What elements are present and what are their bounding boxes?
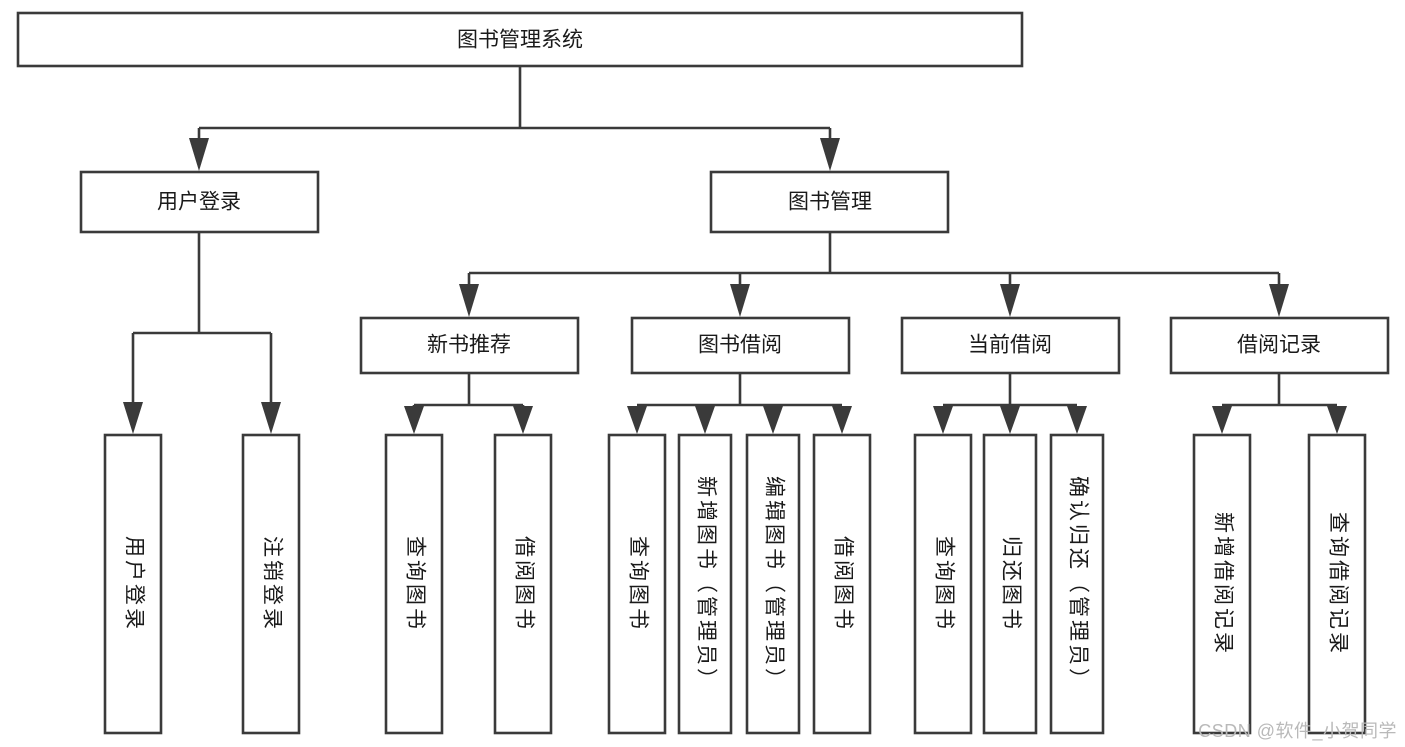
node-user-login-label: 用户登录	[157, 191, 241, 214]
node-leaf-logout-box[interactable]	[241, 433, 301, 735]
node-book-borrow[interactable]: 图书借阅	[630, 316, 851, 375]
node-book-borrow-box[interactable]	[630, 316, 851, 375]
node-leaf-query-book-2-label: 查询图书	[626, 536, 649, 632]
node-leaf-add-book-box[interactable]	[677, 433, 733, 735]
arrow-head-leaf-query-book-2	[627, 406, 647, 434]
node-book-management[interactable]: 图书管理	[709, 170, 950, 234]
node-leaf-add-book-label: 新增图书（管理员）	[694, 476, 717, 692]
node-current-borrow-label: 当前借阅	[968, 334, 1052, 357]
node-leaf-logout-label: 注销登录	[260, 536, 283, 632]
arrow-head-book-borrow	[730, 284, 750, 317]
node-leaf-query-book-2[interactable]: 查询图书	[607, 433, 667, 735]
arrow-head-leaf-query-book-1	[404, 406, 424, 434]
node-leaf-add-record[interactable]: 新增借阅记录	[1192, 433, 1252, 735]
node-book-borrow-label: 图书借阅	[698, 334, 782, 357]
node-leaf-borrow-book-2-box[interactable]	[812, 433, 872, 735]
node-leaf-add-record-label: 新增借阅记录	[1211, 512, 1234, 656]
node-leaf-query-book-3-box[interactable]	[913, 433, 973, 735]
node-leaf-logout[interactable]: 注销登录	[241, 433, 301, 735]
node-root[interactable]: 图书管理系统	[16, 11, 1024, 68]
arrow-head-leaf-edit-book	[763, 406, 783, 434]
connector-group-user-login	[123, 233, 281, 434]
arrow-head-new-book-recommend	[459, 284, 479, 317]
node-leaf-query-book-2-box[interactable]	[607, 433, 667, 735]
arrow-head-user-login	[189, 138, 209, 171]
node-leaf-confirm-return-box[interactable]	[1049, 433, 1105, 735]
connector-group-new-book-recommend	[404, 374, 533, 434]
arrow-head-leaf-add-book	[695, 406, 715, 434]
arrow-head-leaf-add-record	[1212, 406, 1232, 434]
arrow-head-leaf-query-book-3	[933, 406, 953, 434]
node-leaf-query-book-3[interactable]: 查询图书	[913, 433, 973, 735]
node-leaf-confirm-return-label: 确认归还（管理员）	[1066, 476, 1089, 692]
connector-group-current-borrow	[933, 374, 1087, 434]
node-leaf-user-login-box[interactable]	[103, 433, 163, 735]
node-borrow-record-label: 借阅记录	[1237, 334, 1321, 357]
arrow-head-leaf-user-login	[123, 402, 143, 434]
node-leaf-borrow-book-1[interactable]: 借阅图书	[493, 433, 553, 735]
connector-group-book-borrow	[627, 374, 852, 434]
node-borrow-record-box[interactable]	[1169, 316, 1390, 375]
arrow-head-leaf-return-book	[1000, 406, 1020, 434]
node-current-borrow-box[interactable]	[900, 316, 1121, 375]
node-root-label: 图书管理系统	[457, 29, 583, 52]
node-user-login[interactable]: 用户登录	[79, 170, 320, 234]
node-leaf-borrow-book-2-label: 借阅图书	[831, 536, 854, 632]
node-user-login-box[interactable]	[79, 170, 320, 234]
arrow-head-leaf-query-record	[1327, 406, 1347, 434]
node-leaf-query-record-label: 查询借阅记录	[1326, 512, 1349, 656]
node-current-borrow[interactable]: 当前借阅	[900, 316, 1121, 375]
node-book-management-box[interactable]	[709, 170, 950, 234]
connector-group-borrow-record	[1212, 374, 1347, 434]
arrow-head-leaf-confirm-return	[1067, 406, 1087, 434]
node-leaf-borrow-book-2[interactable]: 借阅图书	[812, 433, 872, 735]
node-leaf-query-record-box[interactable]	[1307, 433, 1367, 735]
arrow-head-leaf-logout	[261, 402, 281, 434]
arrow-head-current-borrow	[1000, 284, 1020, 317]
node-leaf-borrow-book-1-label: 借阅图书	[512, 536, 535, 632]
node-leaf-query-book-3-label: 查询图书	[932, 536, 955, 632]
arrow-head-borrow-record	[1269, 284, 1289, 317]
node-leaf-return-book-label: 归还图书	[999, 536, 1022, 632]
arrow-head-book-management	[820, 138, 840, 171]
node-leaf-edit-book-label: 编辑图书（管理员）	[762, 476, 785, 692]
arrow-head-leaf-borrow-book-2	[832, 406, 852, 434]
node-leaf-edit-book[interactable]: 编辑图书（管理员）	[745, 433, 801, 735]
node-leaf-add-book[interactable]: 新增图书（管理员）	[677, 433, 733, 735]
node-leaf-add-record-box[interactable]	[1192, 433, 1252, 735]
node-leaf-edit-book-box[interactable]	[745, 433, 801, 735]
node-root-box[interactable]	[16, 11, 1024, 68]
node-leaf-query-book-1-box[interactable]	[384, 433, 444, 735]
node-leaf-user-login[interactable]: 用户登录	[103, 433, 163, 735]
node-leaf-return-book[interactable]: 归还图书	[982, 433, 1038, 735]
node-borrow-record[interactable]: 借阅记录	[1169, 316, 1390, 375]
node-leaf-confirm-return[interactable]: 确认归还（管理员）	[1049, 433, 1105, 735]
node-leaf-query-book-1[interactable]: 查询图书	[384, 433, 444, 735]
connector-group-root	[189, 66, 840, 171]
node-new-book-recommend-label: 新书推荐	[427, 334, 511, 357]
connector-group-book-management	[459, 233, 1289, 317]
node-leaf-borrow-book-1-box[interactable]	[493, 433, 553, 735]
node-leaf-user-login-label: 用户登录	[122, 536, 145, 632]
node-leaf-return-book-box[interactable]	[982, 433, 1038, 735]
node-leaf-query-record[interactable]: 查询借阅记录	[1307, 433, 1367, 735]
node-book-management-label: 图书管理	[788, 191, 872, 214]
arrow-head-leaf-borrow-book-1	[513, 406, 533, 434]
node-leaf-query-book-1-label: 查询图书	[403, 536, 426, 632]
node-new-book-recommend-box[interactable]	[359, 316, 580, 375]
node-new-book-recommend[interactable]: 新书推荐	[359, 316, 580, 375]
